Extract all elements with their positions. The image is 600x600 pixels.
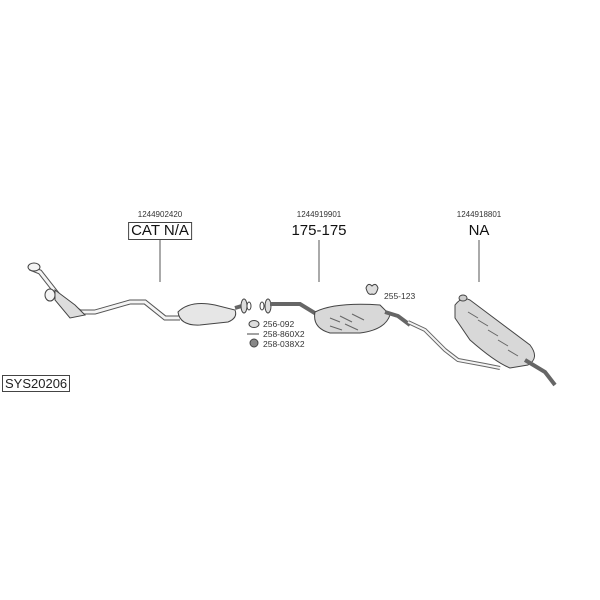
part-code-catalyst[interactable]: CAT N/A bbox=[128, 222, 192, 240]
nut-icon bbox=[249, 338, 259, 348]
part-code-rear-silencer[interactable]: NA bbox=[468, 222, 490, 239]
diagram-id-label: SYS20206 bbox=[2, 375, 71, 392]
part-number-middle-silencer: 1244919901 bbox=[296, 210, 342, 219]
part-code-middle-silencer[interactable]: 175-175 bbox=[291, 222, 347, 239]
rear-silencer bbox=[407, 294, 557, 387]
accessory-bolt[interactable]: 258-860X2 bbox=[263, 329, 305, 339]
middle-silencer bbox=[259, 298, 412, 334]
front-pipe bbox=[27, 262, 180, 321]
accessory-nut[interactable]: 258-038X2 bbox=[263, 339, 305, 349]
catalytic-converter bbox=[177, 298, 252, 326]
accessory-gasket[interactable]: 256-092 bbox=[263, 319, 295, 329]
part-number-catalyst: 1244902420 bbox=[137, 210, 183, 219]
accessory-rubber-mount[interactable]: 255-123 bbox=[384, 291, 416, 301]
part-number-rear-silencer: 1244918801 bbox=[456, 210, 502, 219]
gasket-icon bbox=[248, 320, 260, 328]
rubber-mount-icon bbox=[365, 283, 379, 295]
